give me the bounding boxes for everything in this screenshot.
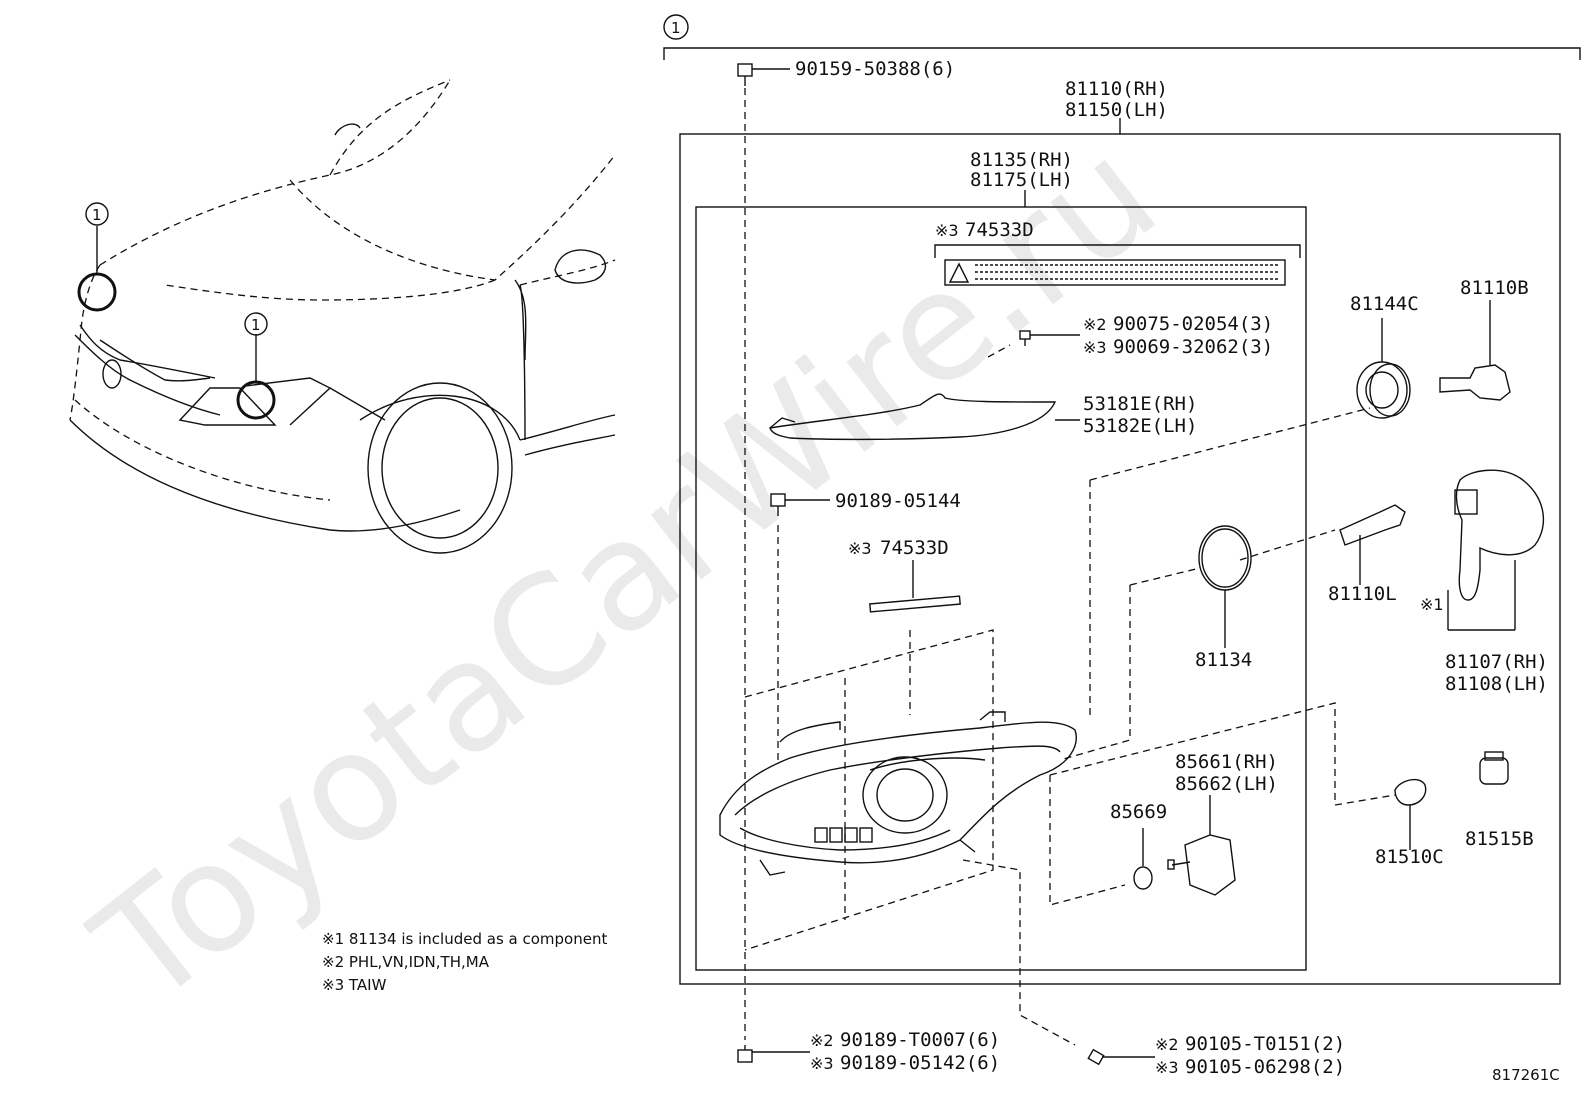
label-90189-05144: 90189-05144: [835, 490, 961, 512]
label-90075-02054: 90075-02054(3): [1113, 313, 1273, 335]
mark-74533d-top: ※3: [935, 221, 959, 240]
socket-81515b-icon: [1479, 751, 1509, 785]
screw-90105-icon: [1087, 1048, 1155, 1066]
mark-90105-06298: ※3: [1155, 1058, 1179, 1077]
note-1: ※1 81134 is included as a component: [322, 930, 607, 948]
label-85662-lh: 85662(LH): [1175, 773, 1278, 795]
ballast-81107-icon: [1447, 469, 1545, 631]
mark-90075: ※2: [1083, 315, 1107, 334]
note-3: ※3 TAIW: [322, 976, 387, 994]
bulb-81110b-icon: [1439, 300, 1511, 401]
bulb-81510c-icon: [1394, 778, 1427, 850]
label-81175-lh: 81175(LH): [970, 169, 1073, 191]
garnish-53181e-icon: [769, 393, 1057, 441]
label-81110l: 81110L: [1328, 583, 1397, 605]
label-90105-06298: 90105-06298(2): [1185, 1056, 1345, 1078]
bulb-81110l-icon: [1339, 504, 1406, 585]
ref-marker-car-2: 1: [251, 316, 261, 334]
mark-74533d-mid: ※3: [848, 539, 872, 558]
note-2: ※2 PHL,VN,IDN,TH,MA: [322, 953, 490, 971]
ref-marker-car-1: 1: [92, 206, 102, 224]
label-81135-rh: 81135(RH): [970, 149, 1073, 171]
screw-90075-icon: [1019, 330, 1080, 346]
label-53182e-lh: 53182E(LH): [1083, 415, 1197, 437]
label-74533d-mid: 74533D: [880, 537, 949, 559]
label-85669: 85669: [1110, 801, 1167, 823]
label-90105-t0151: 90105-T0151(2): [1185, 1033, 1345, 1055]
screw-90189-bottom-icon: [737, 1045, 810, 1063]
ref-marker-circle: [663, 14, 689, 40]
label-53181e-rh: 53181E(RH): [1083, 393, 1197, 415]
label-81110-rh: 81110(RH): [1065, 78, 1168, 100]
headlamp-housing-sketch: [719, 711, 1077, 876]
label-90189-t0007: 90189-T0007(6): [840, 1029, 1000, 1051]
screw-90189-05144-icon: [770, 493, 830, 516]
label-81108-lh: 81108(LH): [1445, 673, 1548, 695]
label-81150-lh: 81150(LH): [1065, 99, 1168, 121]
label-81107-rh: 81107(RH): [1445, 651, 1548, 673]
label-81144c: 81144C: [1350, 293, 1419, 315]
leveling-motor-85661-icon: [1167, 795, 1236, 896]
label-strip-74533d-icon: [869, 595, 961, 613]
label-85661-rh: 85661(RH): [1175, 751, 1278, 773]
mark-81107: ※1: [1420, 595, 1444, 614]
mark-90189-05142: ※3: [810, 1054, 834, 1073]
diagram-code: 817261C: [1492, 1066, 1560, 1084]
label-81510c: 81510C: [1375, 846, 1444, 868]
oring-81134-icon: [1198, 525, 1252, 591]
label-90159-50388: 90159-50388(6): [795, 58, 955, 80]
cap-81144c-icon: [1356, 318, 1411, 419]
mark-90069: ※3: [1083, 338, 1107, 357]
ref-marker-header: 1: [671, 19, 681, 37]
label-74533d-top: 74533D: [965, 219, 1034, 241]
car-front-sketch: [69, 79, 616, 554]
label-90189-05142: 90189-05142(6): [840, 1052, 1000, 1074]
oring-85669-icon: [1133, 866, 1153, 890]
label-81110b: 81110B: [1460, 277, 1529, 299]
label-81515b: 81515B: [1465, 828, 1534, 850]
label-90069-32062: 90069-32062(3): [1113, 336, 1273, 358]
mark-90105-t0151: ※2: [1155, 1035, 1179, 1054]
label-81134: 81134: [1195, 649, 1252, 671]
screw-90159-icon: [737, 63, 790, 86]
assembly-box-inner: [695, 206, 1307, 971]
mark-90189-t0007: ※2: [810, 1031, 834, 1050]
